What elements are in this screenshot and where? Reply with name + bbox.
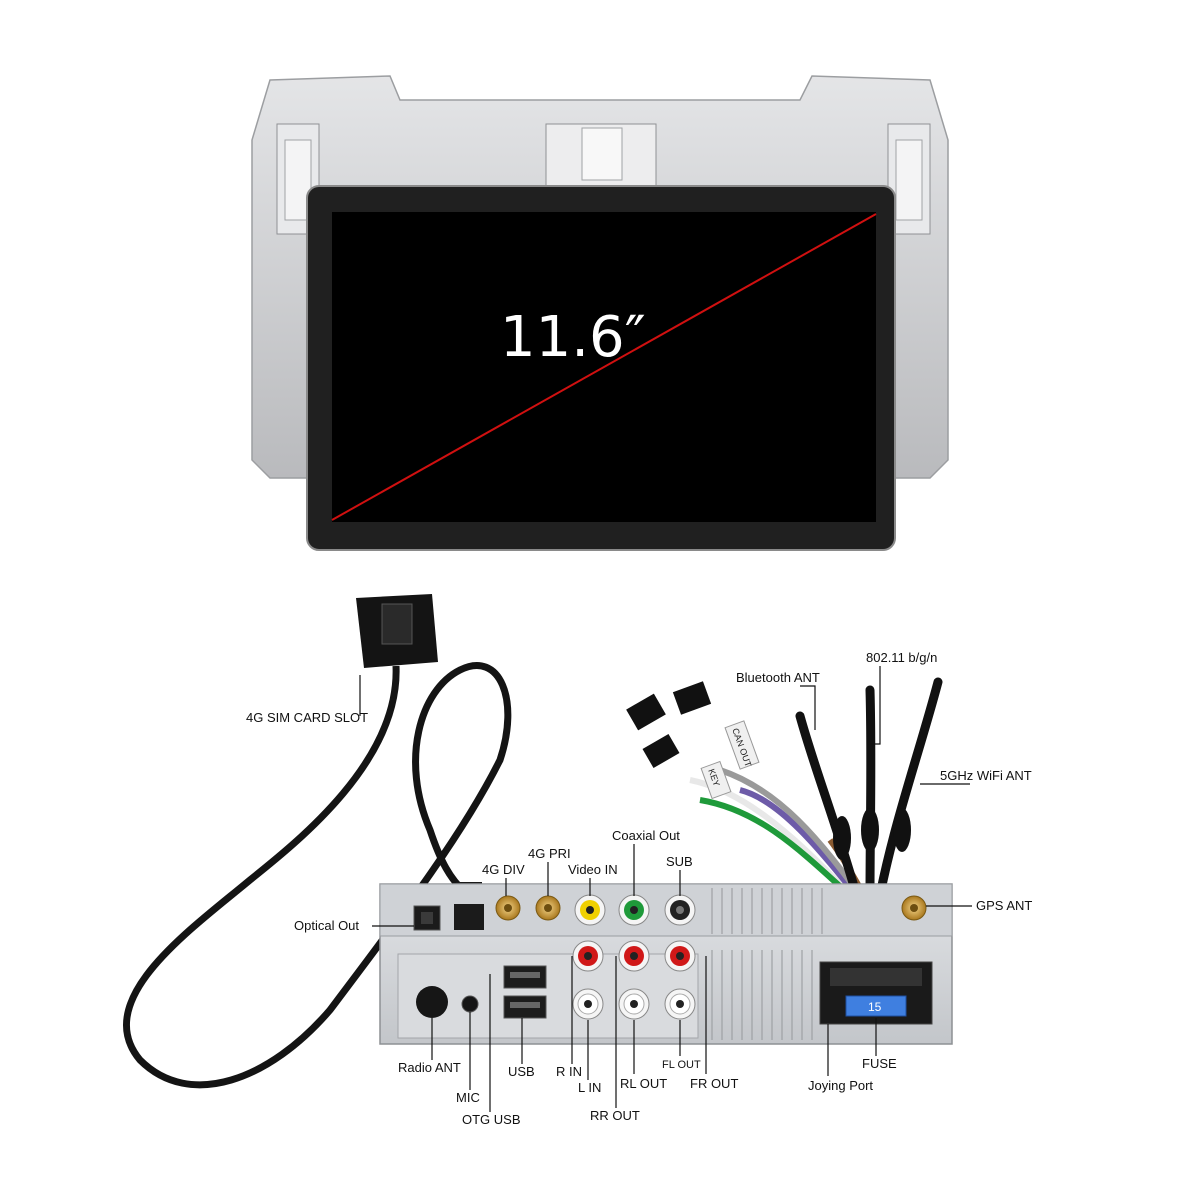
label-r-in: R IN [556, 1064, 582, 1079]
joying-port-pins [830, 968, 922, 986]
label-usb: USB [508, 1064, 535, 1079]
antenna-bulge-3 [893, 808, 911, 852]
wire-purple [739, 787, 863, 902]
cable-tag-key: KEY [700, 760, 732, 800]
antenna-cables [795, 677, 943, 900]
chassis-lower-panel [397, 953, 699, 1039]
antenna-bluetooth [795, 711, 860, 895]
label-mic: MIC [456, 1090, 480, 1105]
label-5ghz-wifi-ant: 5GHz WiFi ANT [940, 768, 1032, 783]
mic-port [461, 995, 479, 1013]
fl-out-core [676, 1000, 684, 1008]
label-fr-out: FR OUT [690, 1076, 738, 1091]
sim-card-tab [381, 603, 413, 645]
label-fl-out: FL OUT [662, 1059, 701, 1071]
coaxial-out-core [630, 906, 638, 914]
label-otg-usb: OTG USB [462, 1112, 521, 1127]
antenna-bulge-2 [861, 808, 879, 852]
label-rl-out: RL OUT [620, 1076, 667, 1091]
l-in-core [584, 1000, 592, 1008]
sim-slot-port [454, 904, 484, 930]
sim-card-cable [123, 662, 512, 1089]
rear-chassis: 15 [379, 883, 953, 1045]
label-80211: 802.11 b/g/n [866, 650, 937, 665]
antenna-80211 [865, 685, 876, 900]
label-bluetooth-ant: Bluetooth ANT [736, 670, 820, 685]
connector-black-3 [642, 733, 680, 769]
usb-port-bottom-tongue [510, 1002, 540, 1008]
display-screen: 11.6″ [306, 185, 896, 551]
label-sub: SUB [666, 854, 693, 869]
label-radio-ant: Radio ANT [398, 1060, 461, 1075]
connector-black-1 [626, 693, 666, 731]
usb-port-top-tongue [510, 972, 540, 978]
radio-ant-port [416, 986, 448, 1018]
label-rr-out: RR OUT [590, 1108, 640, 1123]
video-in-core [586, 906, 594, 914]
rr-out-core [630, 952, 638, 960]
sub-core [676, 906, 684, 914]
label-fuse: FUSE [862, 1056, 897, 1071]
label-sim-card-slot: 4G SIM CARD SLOT [246, 710, 368, 725]
cable-tag-can: CAN OUT [724, 720, 760, 770]
optical-out-core [421, 912, 433, 924]
leader-lines [359, 666, 972, 1112]
leader-80211 [870, 666, 881, 745]
gps-ant-port-core [910, 904, 918, 912]
fuse-body [845, 995, 907, 1017]
label-4g-pri: 4G PRI [528, 846, 571, 861]
leader-bluetooth [800, 685, 816, 730]
bezel-top-center-inner [581, 127, 623, 181]
label-video-in: Video IN [568, 862, 618, 877]
wire-harness: CAN OUT KEY [626, 681, 873, 907]
wire-green [699, 797, 858, 903]
connector-black-2 [672, 681, 712, 715]
bezel-vent-right-inner [895, 139, 923, 221]
fuse-value: 15 [868, 1000, 882, 1014]
chassis-fins [711, 888, 823, 1040]
screen-diagonal-line [331, 213, 877, 521]
label-joying-port: Joying Port [808, 1078, 873, 1093]
4g-div-port-core [504, 904, 512, 912]
label-gps-ant: GPS ANT [976, 898, 1032, 913]
fr-out-core [676, 952, 684, 960]
r-in-core [584, 952, 592, 960]
antenna-bulge-1 [833, 816, 851, 860]
label-coaxial-out: Coaxial Out [612, 828, 680, 843]
antenna-5ghz [875, 677, 943, 900]
4g-pri-port-core [544, 904, 552, 912]
screen-size-label: 11.6″ [500, 305, 646, 370]
label-optical-out: Optical Out [294, 918, 359, 933]
label-l-in: L IN [578, 1080, 601, 1095]
callout-labels: 4G SIM CARD SLOT Bluetooth ANT 802.11 b/… [246, 650, 1032, 1127]
label-4g-div: 4G DIV [482, 862, 525, 877]
rl-out-core [630, 1000, 638, 1008]
